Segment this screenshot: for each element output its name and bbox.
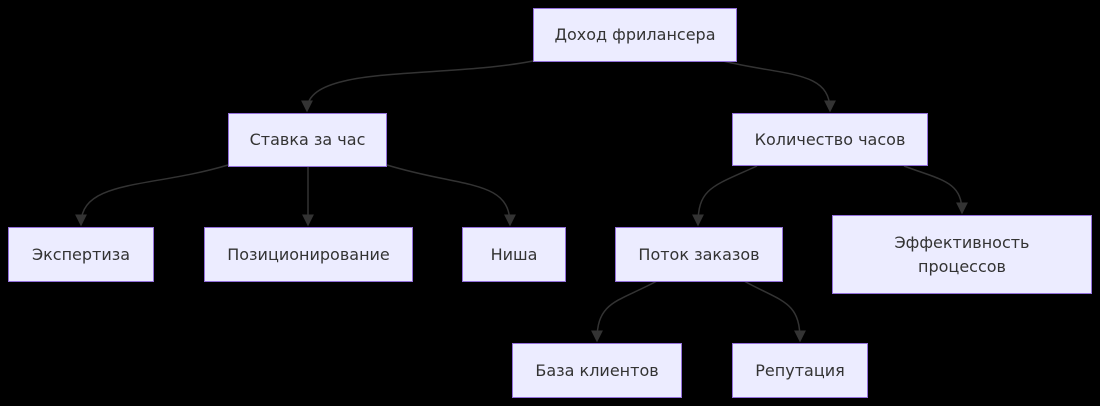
node-order-flow: Поток заказов: [615, 227, 783, 282]
edge-hours-count-to-order-flow: [692, 165, 758, 227]
node-process-efficiency-label: Эффективность процессов: [894, 232, 1030, 276]
edge-order-flow-to-reputation: [743, 280, 806, 343]
node-order-flow-label: Поток заказов: [638, 244, 760, 264]
node-client-base-label: База клиентов: [535, 360, 659, 380]
node-income-label: Доход фрилансера: [554, 25, 716, 44]
edge-order-flow-to-client-base: [591, 280, 658, 343]
node-hours-count-label: Количество часов: [754, 129, 906, 149]
node-expertise-label: Экспертиза: [31, 244, 131, 264]
node-positioning: Позиционирование: [204, 227, 413, 282]
node-reputation: Репутация: [732, 343, 868, 398]
node-reputation-label: Репутация: [755, 360, 845, 380]
node-income: Доход фрилансера: [533, 8, 737, 62]
edge-income-to-hours-count: [722, 60, 836, 113]
edge-income-to-hourly-rate: [301, 60, 534, 113]
edge-hourly-rate-to-niche: [386, 164, 516, 227]
node-expertise: Экспертиза: [8, 227, 154, 282]
node-hourly-rate: Ставка за час: [228, 113, 387, 167]
node-positioning-label: Позиционирование: [227, 244, 390, 264]
edge-hours-count-to-process-efficiency: [903, 165, 968, 215]
edge-hourly-rate-to-expertise: [75, 164, 229, 227]
node-process-efficiency: Эффективность процессов: [832, 215, 1092, 294]
node-niche-label: Ниша: [490, 244, 538, 264]
node-niche: Ниша: [462, 227, 566, 282]
node-client-base: База клиентов: [512, 343, 682, 398]
node-hours-count: Количество часов: [732, 113, 928, 166]
node-hourly-rate-label: Ставка за час: [249, 130, 366, 149]
